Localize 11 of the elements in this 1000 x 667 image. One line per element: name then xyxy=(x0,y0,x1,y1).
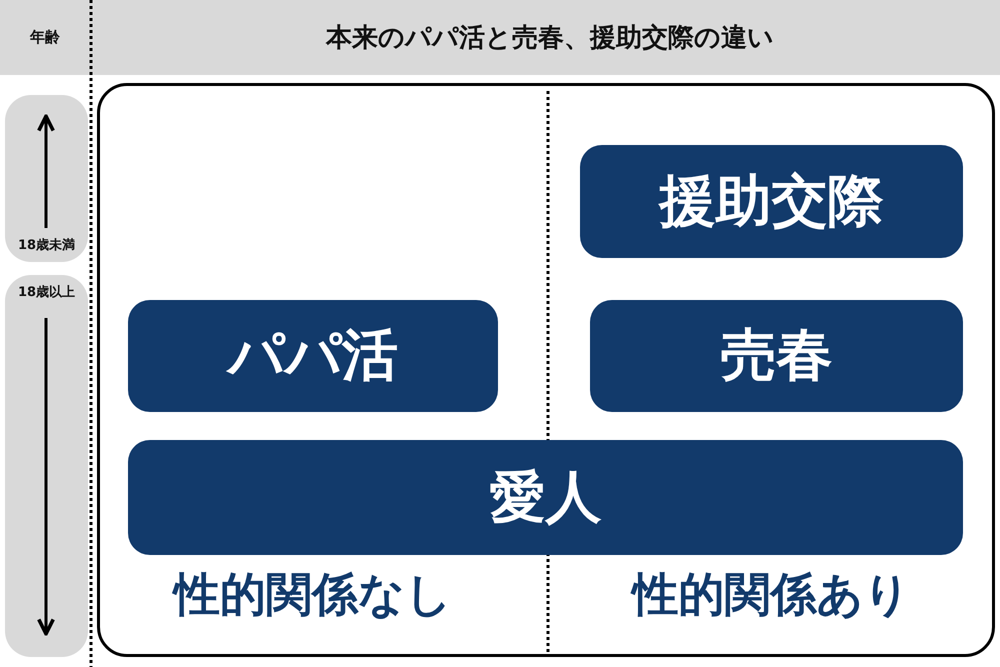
age-label: 18歳未満 xyxy=(18,237,76,254)
category-box: 援助交際 xyxy=(580,145,963,258)
age-range-band xyxy=(5,95,88,262)
age-range-band xyxy=(5,275,88,657)
category-box: 売春 xyxy=(590,300,963,412)
category-box: パパ活 xyxy=(128,300,498,412)
category-box: 愛人 xyxy=(128,440,963,555)
matrix-panel xyxy=(97,83,995,657)
title: 本来のパパ活と売春、援助交際の違い xyxy=(324,22,775,55)
age-label: 18歳以上 xyxy=(18,284,76,301)
axis-title: 年齢 xyxy=(28,28,61,47)
